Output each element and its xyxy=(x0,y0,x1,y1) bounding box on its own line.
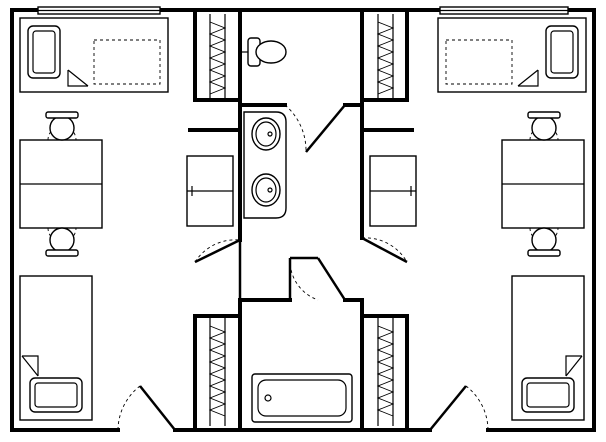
closet-lower-right xyxy=(376,318,395,426)
bed-top-left xyxy=(19,17,169,93)
bathtub xyxy=(251,373,353,423)
bed-top-right xyxy=(437,17,587,93)
closet-upper-right xyxy=(376,14,395,98)
closet-lower-left xyxy=(208,318,227,426)
bed-bottom-left xyxy=(19,275,93,421)
vanity xyxy=(243,111,287,219)
chair-bottom-right xyxy=(527,227,561,257)
toilet xyxy=(242,37,287,67)
bed-bottom-right xyxy=(511,275,585,421)
chair-bottom-left xyxy=(45,227,79,257)
dresser-right xyxy=(369,155,417,227)
door-bath xyxy=(288,256,347,301)
chair-top-left xyxy=(45,111,79,141)
door-entry-right xyxy=(429,385,489,431)
desk-left xyxy=(19,139,103,229)
window-top-right xyxy=(439,6,569,15)
closet-upper-left xyxy=(208,14,227,98)
dresser-left xyxy=(186,155,234,227)
outer-walls xyxy=(10,8,596,432)
door-right-bedroom-core xyxy=(361,236,408,264)
door-vanity xyxy=(284,104,346,153)
window-top-left xyxy=(37,6,161,15)
door-entry-left xyxy=(117,385,176,431)
chair-top-right xyxy=(527,111,561,141)
door-left-bedroom-core xyxy=(194,238,241,264)
interior-walls xyxy=(188,8,414,432)
desk-right xyxy=(501,139,585,229)
